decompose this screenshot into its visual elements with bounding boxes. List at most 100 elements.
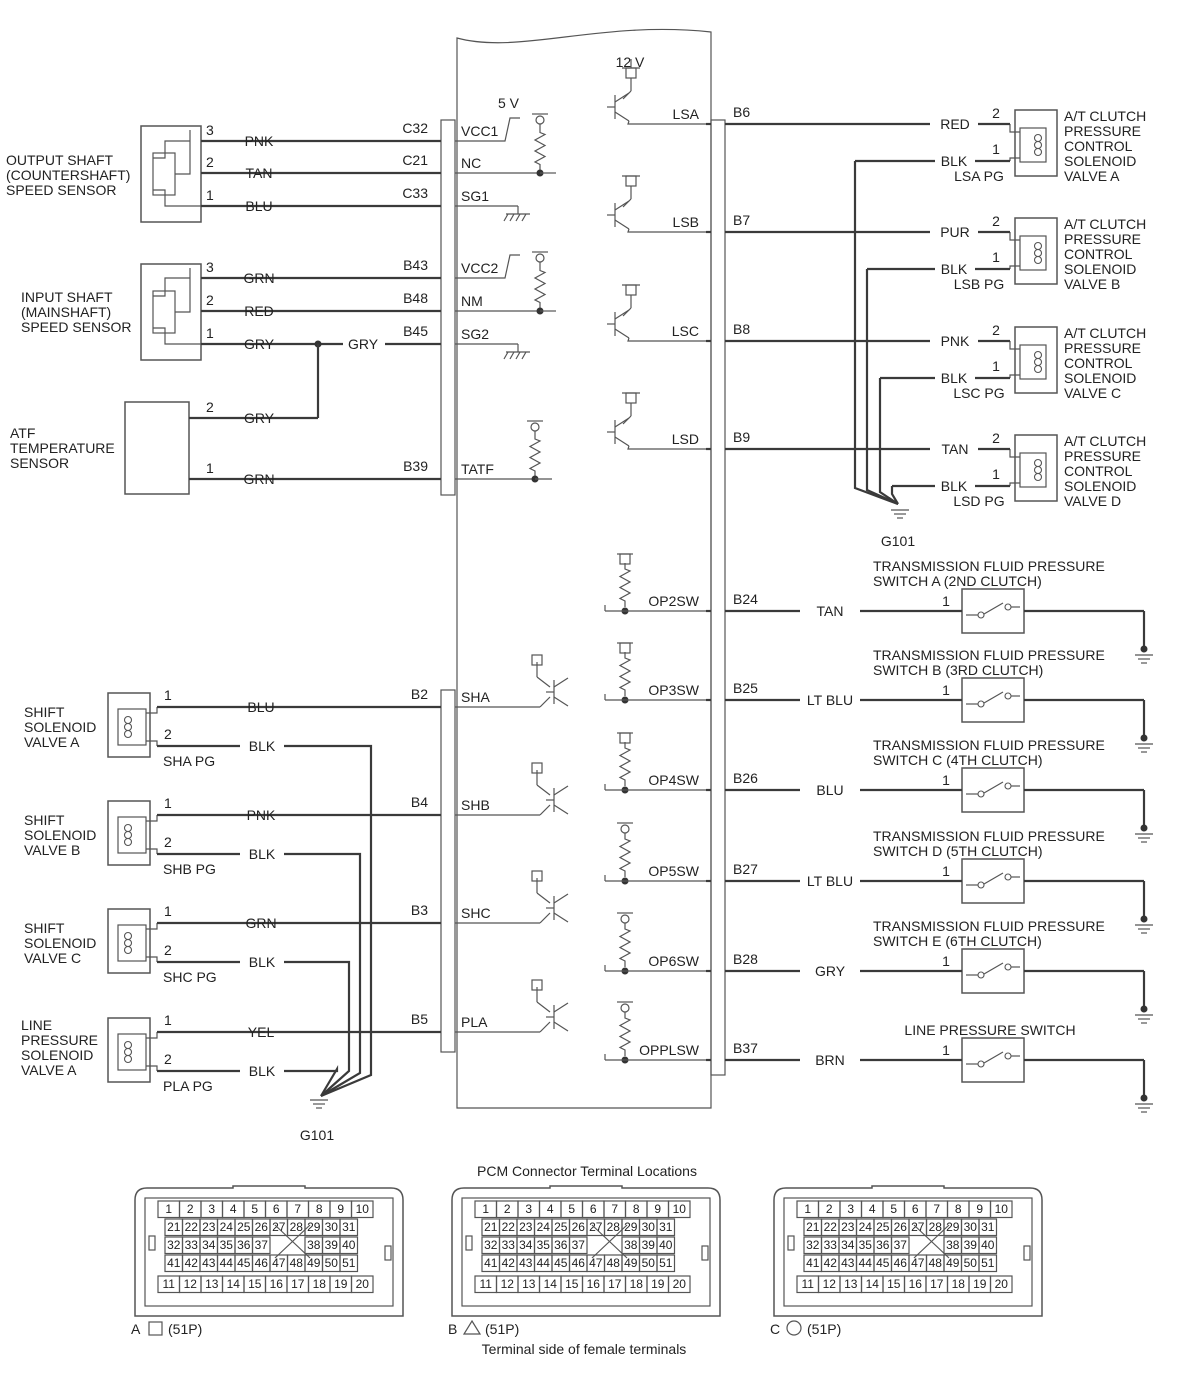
transistor-icon (614, 92, 630, 103)
connector-terminal-number: 1 (942, 953, 950, 969)
connector-terminal-number: 49 (624, 1256, 638, 1270)
pcm-pin-name: VCC1 (461, 123, 499, 139)
connector-terminal-number: 51 (981, 1256, 995, 1270)
connector-cavity (890, 1236, 910, 1255)
switch-blade (983, 1051, 1004, 1064)
twelve-volt-label: 12 V (616, 54, 645, 70)
ground-symbol (503, 213, 509, 222)
op-switch-pullup (618, 652, 632, 696)
switch-blade (983, 602, 1004, 615)
wire (1009, 124, 1020, 133)
atf-temperature-sensor (124, 401, 190, 495)
connector-terminal-number: 1 (942, 1042, 950, 1058)
connector-terminal-number: 46 (572, 1256, 586, 1270)
wire-color-label: PUR (940, 224, 970, 240)
connector-terminal-number: 48 (929, 1256, 943, 1270)
connector-terminal-number: 18 (313, 1277, 327, 1291)
connector-terminal-number: 15 (565, 1277, 579, 1291)
wire-color-label: TAN (942, 441, 969, 457)
wire-color-label: GRN (243, 471, 274, 487)
connector-terminal-number: 2 (206, 292, 214, 308)
wire-color-label: BLK (941, 153, 968, 169)
connector-terminal-number: 1 (804, 1202, 811, 1216)
connector-terminal-number: 3 (206, 122, 214, 138)
connector-face (144, 1197, 394, 1307)
pressure-switch (961, 948, 1025, 994)
ground-return-wire (865, 269, 899, 506)
pressure-switch-name: TRANSMISSION FLUID PRESSURE (873, 647, 1105, 663)
connector-cavity (978, 1218, 998, 1237)
wire-color-label: TAN (246, 165, 273, 181)
connector-terminal-number: 14 (866, 1277, 880, 1291)
transistor-icon (553, 696, 569, 707)
connector-latch (148, 1235, 156, 1251)
connector-letter: B (448, 1321, 457, 1337)
connector-terminal-number: 1 (992, 249, 1000, 265)
connector-latch (384, 1245, 392, 1261)
connector-terminal-number: 50 (642, 1256, 656, 1270)
connector-terminal-number: 16 (270, 1277, 284, 1291)
junction-dot (1140, 645, 1148, 653)
clutch-solenoid-valve (1014, 434, 1058, 502)
transistor-icon (553, 785, 569, 796)
pcm-pin-number: C32 (402, 120, 428, 136)
wire (622, 415, 632, 425)
connector-terminal-number: 39 (642, 1238, 656, 1252)
clutch-solenoid-name: SOLENOID (1064, 370, 1136, 386)
wire (146, 815, 158, 822)
transistor-icon (614, 328, 630, 339)
switch-contact (977, 790, 985, 798)
output-shaft-sensor-name: (COUNTERSHAFT) (6, 167, 130, 183)
coil-icon (1033, 472, 1043, 482)
connector-latch (1023, 1245, 1031, 1261)
connector-latch (787, 1235, 795, 1251)
connector-latch (465, 1235, 473, 1251)
wire-color-label: PNK (941, 333, 970, 349)
connector-terminal-number: 25 (554, 1220, 568, 1234)
connector-terminal-number: 12 (501, 1277, 515, 1291)
clutch-solenoid-name: VALVE D (1064, 493, 1121, 509)
ground-symbol (509, 213, 515, 222)
solenoid-element (1019, 127, 1047, 163)
connector-terminal-number: 1 (992, 141, 1000, 157)
connector-terminal-number: 42 (502, 1256, 516, 1270)
power-ground-label: LSB PG (954, 276, 1005, 292)
switch-contact (977, 881, 985, 889)
wire-color-label: BLK (249, 954, 276, 970)
vcc2-pullup (533, 262, 547, 311)
connector-terminal-number: 22 (502, 1220, 516, 1234)
connector-terminal-number: 43 (519, 1256, 533, 1270)
pcm-pin-name: SHA (461, 689, 490, 705)
connector-terminal-number: 18 (952, 1277, 966, 1291)
connector-terminal-number: 1 (164, 795, 172, 811)
connector-cavity (339, 1218, 359, 1237)
connector-terminal-number: 50 (964, 1256, 978, 1270)
connector-terminal-number: 23 (841, 1220, 855, 1234)
pcm-pin-name: LSC (672, 323, 699, 339)
blank-cavity-mark (591, 1224, 628, 1259)
internal-wire (536, 1001, 551, 1013)
connector-terminal-number: 25 (237, 1220, 251, 1234)
ground-symbol (521, 351, 527, 360)
clutch-solenoid-name: VALVE C (1064, 385, 1121, 401)
clutch-solenoid-name: CONTROL (1064, 355, 1133, 371)
ground-label: G101 (881, 533, 915, 549)
power-ground-label: SHB PG (163, 861, 216, 877)
power-ground-label: LSD PG (953, 493, 1004, 509)
clutch-solenoid-valve (1014, 326, 1058, 394)
left-solenoid-valve (107, 908, 151, 974)
transistor-icon (614, 309, 630, 320)
pcm-pin-number: C33 (402, 185, 428, 201)
op-switch-pullup (618, 742, 632, 786)
op-switch-pullup (618, 1012, 632, 1056)
switch-contact (977, 1060, 985, 1068)
wire-color-label: GRN (245, 915, 276, 931)
connector-terminal-number: 19 (334, 1277, 348, 1291)
connector-terminal-number: 31 (342, 1220, 356, 1234)
connector-terminal-number: 49 (946, 1256, 960, 1270)
transistor-icon (614, 200, 630, 211)
connector-terminal-number: 9 (654, 1202, 661, 1216)
connector-cavity (350, 1275, 374, 1294)
connector-terminal-number: 40 (659, 1238, 673, 1252)
transistor-icon (553, 677, 569, 688)
